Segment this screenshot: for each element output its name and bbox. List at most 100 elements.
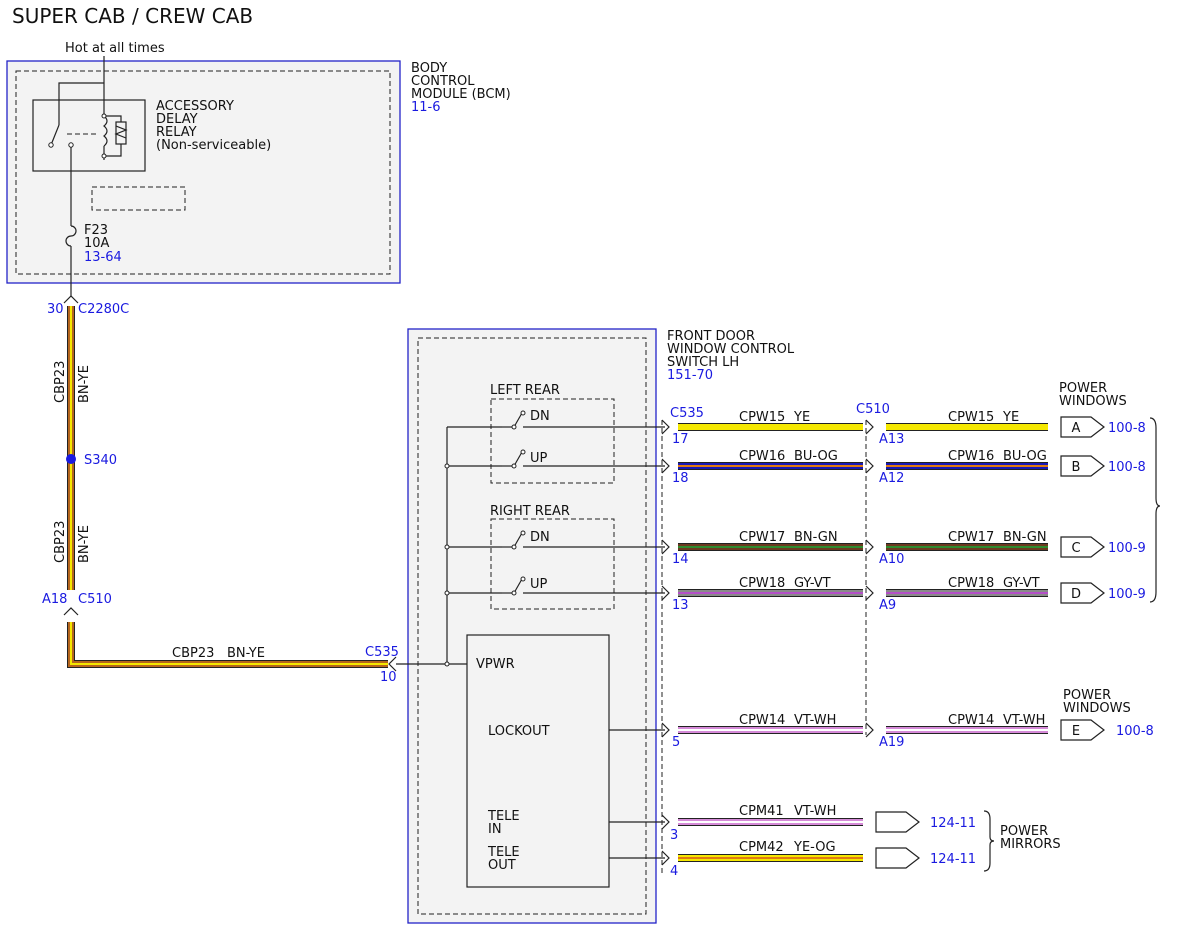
switch-ref[interactable]: 151-70 xyxy=(667,368,713,383)
c535-terminal-mark xyxy=(661,585,670,601)
power-windows-e-label-2: WINDOWS xyxy=(1063,701,1131,716)
feed-color-3: BN-YE xyxy=(227,646,265,661)
tele-out-label-2: OUT xyxy=(488,858,516,873)
c510-connector: C510 xyxy=(856,402,890,417)
c535-terminal-mark xyxy=(661,539,670,555)
lr-up-label: UP xyxy=(530,451,548,466)
c510-terminal-mark xyxy=(865,539,874,555)
mirror-circuit-color: YE-OG xyxy=(793,840,836,855)
c535-pin: 14 xyxy=(672,552,689,567)
destination-ref[interactable]: 100-9 xyxy=(1108,587,1146,602)
bcm-inner-box xyxy=(15,70,391,275)
mirror-destination-arrow xyxy=(875,847,920,869)
circuit-id-b: CPW14 xyxy=(948,713,994,728)
circuit-id-b: CPW18 xyxy=(948,576,994,591)
lr-dn-label: DN xyxy=(530,409,550,424)
left-rear-label: LEFT REAR xyxy=(490,383,560,398)
circuit-color-a: VT-WH xyxy=(794,713,836,728)
c535-pin: 4 xyxy=(670,864,678,879)
c510-terminal-mark xyxy=(865,458,874,474)
destination-arrow xyxy=(1060,455,1105,477)
rr-dn-label: DN xyxy=(530,530,550,545)
c510-pin: A18 xyxy=(42,592,67,607)
switch-rr-up-terminal xyxy=(520,576,526,582)
switch-internal-wiring xyxy=(396,398,615,888)
relay-label-2: DELAY xyxy=(156,112,198,127)
switch-rr-dn-contact xyxy=(513,532,523,548)
switch-rr-up xyxy=(502,576,665,596)
circuit-color-b: VT-WH xyxy=(1003,713,1045,728)
feed-circuit-2: CBP23 xyxy=(53,521,68,563)
feed-wire-lower-stripe xyxy=(70,622,388,665)
c510-terminal-mark xyxy=(865,722,874,738)
switch-name-1: FRONT DOOR xyxy=(667,329,755,344)
c535-feed-connector: C535 xyxy=(365,645,399,660)
switch-lr-up xyxy=(502,449,665,469)
switch-rr-up-contact xyxy=(513,578,523,594)
mirror-ref[interactable]: 124-11 xyxy=(930,816,976,831)
feed-color-1: BN-YE xyxy=(77,365,92,403)
diagram-title: SUPER CAB / CREW CAB xyxy=(12,4,253,28)
c535-pin: 13 xyxy=(672,598,689,613)
switch-lr-up-contact xyxy=(513,451,523,467)
c535-terminal-mark xyxy=(661,722,670,738)
lockout-label: LOCKOUT xyxy=(488,724,550,739)
c535-pin: 17 xyxy=(672,432,689,447)
fuse-ref[interactable]: 13-64 xyxy=(84,250,122,265)
circuit-id-b: CPW16 xyxy=(948,449,994,464)
c2280c-pin: 30 xyxy=(47,302,64,317)
bcm-box xyxy=(6,60,401,284)
window-switches xyxy=(502,410,665,596)
destination-letter: C xyxy=(1071,541,1080,556)
bcm-ref[interactable]: 11-6 xyxy=(411,100,441,115)
tele-in-label-1: TELE xyxy=(487,809,520,824)
circuit-color-a: GY-VT xyxy=(794,576,831,591)
power-windows-brace xyxy=(1149,417,1161,603)
power-windows-e-label-1: POWER xyxy=(1063,688,1111,703)
circuit-id-a: CPW17 xyxy=(739,530,785,545)
bcm-name-1: BODY xyxy=(411,61,447,76)
fuse-f23 xyxy=(63,186,79,304)
c535-terminal-mark xyxy=(661,814,670,830)
mirror-circuit-color: VT-WH xyxy=(794,804,836,819)
c535-terminal-mark xyxy=(661,850,670,866)
splice-s340-dot xyxy=(66,454,76,464)
destination-ref[interactable]: 100-8 xyxy=(1108,421,1146,436)
circuit-color-b: GY-VT xyxy=(1003,576,1040,591)
mirror-ref[interactable]: 124-11 xyxy=(930,852,976,867)
circuit-color-a: BN-GN xyxy=(794,530,838,545)
circuit-id-a: CPW15 xyxy=(739,410,785,425)
c535-pin: 18 xyxy=(672,471,689,486)
c2280c-connector: C2280C xyxy=(78,302,129,317)
circuit-color-a: BU-OG xyxy=(794,449,838,464)
destination-ref[interactable]: 100-9 xyxy=(1108,541,1146,556)
switch-rr-dn-pivot xyxy=(511,544,517,550)
switch-lr-dn-pivot xyxy=(511,424,517,430)
feed-color-2: BN-YE xyxy=(77,525,92,563)
mirror-circuit-id: CPM41 xyxy=(739,804,784,819)
c510-pin: A12 xyxy=(879,471,904,486)
destination-ref[interactable]: 100-8 xyxy=(1116,724,1154,739)
feed-wire-cbp23 xyxy=(67,306,388,668)
feed-circuit-1: CBP23 xyxy=(53,361,68,403)
switch-rr-dn xyxy=(502,530,665,550)
switch-lr-dn-contact xyxy=(513,412,523,428)
destination-letter: B xyxy=(1072,460,1081,475)
relay-label-3: RELAY xyxy=(156,125,197,140)
circuit-id-a: CPW16 xyxy=(739,449,785,464)
bcm-name-3: MODULE (BCM) xyxy=(411,87,511,102)
c510-pin: A10 xyxy=(879,552,904,567)
destination-letter: E xyxy=(1072,724,1080,739)
c510-connector: C510 xyxy=(78,592,112,607)
c535-terminal-mark xyxy=(661,458,670,474)
destination-ref[interactable]: 100-8 xyxy=(1108,460,1146,475)
c535-connector: C535 xyxy=(670,406,704,421)
c535-pin: 3 xyxy=(670,828,678,843)
circuit-id-a: CPW18 xyxy=(739,576,785,591)
mirror-row: 3 CPM41 VT-WH 124-11 xyxy=(609,804,976,843)
